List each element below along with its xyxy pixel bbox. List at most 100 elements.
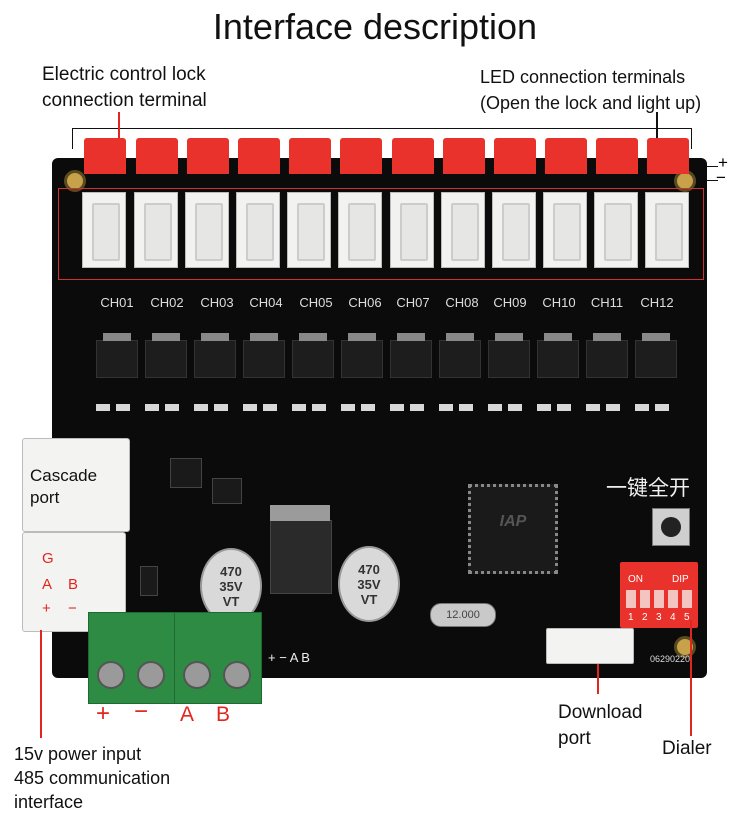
mount-hole	[64, 170, 86, 192]
capacitor: 470 35V VT	[200, 548, 262, 624]
dip-number: 4	[670, 612, 676, 623]
led-connector	[390, 192, 434, 268]
download-label-line1: Download	[558, 702, 643, 723]
channel-label: CH12	[640, 295, 674, 310]
terminal-screw[interactable]	[97, 661, 125, 689]
page-title: Interface description	[212, 6, 538, 47]
crystal: 12.000	[430, 603, 496, 627]
resistor	[341, 404, 355, 411]
resistor	[243, 404, 257, 411]
lock-connector	[545, 138, 587, 174]
mosfet	[96, 333, 138, 378]
led-pointer	[656, 112, 658, 148]
led-connector	[441, 192, 485, 268]
channel-label: CH11	[590, 295, 624, 310]
mosfet	[341, 333, 383, 378]
dialer-label: Dialer	[662, 738, 712, 759]
dip-number: 3	[656, 612, 662, 623]
led-connector	[287, 192, 331, 268]
channel-label: CH07	[396, 295, 430, 310]
capacitor-unit: VT	[360, 592, 378, 607]
capacitor-value: 470	[358, 562, 380, 577]
resistor	[292, 404, 306, 411]
one-key-open-label: 一键全开	[606, 476, 690, 500]
terminal-screw[interactable]	[137, 661, 165, 689]
resistor	[194, 404, 208, 411]
voltage-regulator	[270, 520, 332, 594]
mosfet	[537, 333, 579, 378]
cascade-label-line2: port	[30, 488, 60, 507]
channel-label: CH06	[348, 295, 382, 310]
dip-switch[interactable]: ON DIP 1 2 3 4 5	[620, 562, 698, 628]
dip-lever[interactable]	[654, 590, 664, 608]
download-port-label: Download port	[558, 700, 643, 752]
plus-marker: +	[718, 153, 728, 172]
small-chip	[212, 478, 242, 504]
dip-lever[interactable]	[682, 590, 692, 608]
mosfet	[439, 333, 481, 378]
resistor	[263, 404, 277, 411]
led-connector	[543, 192, 587, 268]
capacitor-unit: VT	[222, 594, 240, 609]
power-terminal-block	[88, 612, 176, 704]
terminal-screw[interactable]	[183, 661, 211, 689]
pin-minus-label: −	[68, 600, 77, 617]
led-terminal-outline	[58, 188, 704, 280]
terminal-screw[interactable]	[223, 661, 251, 689]
resistor	[145, 404, 159, 411]
resistor	[214, 404, 228, 411]
led-connector	[134, 192, 178, 268]
dip-lever[interactable]	[668, 590, 678, 608]
led-connector	[338, 192, 382, 268]
download-pointer	[597, 664, 599, 694]
led-connector	[236, 192, 280, 268]
dip-lever[interactable]	[626, 590, 636, 608]
resistor	[655, 404, 669, 411]
mosfet	[243, 333, 285, 378]
mosfet	[488, 333, 530, 378]
resistor	[165, 404, 179, 411]
channel-label: CH02	[150, 295, 184, 310]
lock-connector	[596, 138, 638, 174]
power-pointer	[40, 630, 42, 738]
mosfet-row	[96, 333, 706, 400]
cascade-label-line1: Cascade	[30, 466, 98, 485]
power-label-line2: 485 communication	[14, 768, 171, 788]
mosfet	[194, 333, 236, 378]
dip-on-label: ON	[628, 574, 643, 585]
channel-label: CH04	[249, 295, 283, 310]
resistor	[606, 404, 620, 411]
channel-label-row: CH01 CH02 CH03 CH04 CH05 CH06 CH07 CH08 …	[92, 295, 704, 313]
mosfet	[292, 333, 334, 378]
resistor	[557, 404, 571, 411]
lock-connector	[238, 138, 280, 174]
one-key-open-button[interactable]	[652, 508, 690, 546]
lock-connector	[187, 138, 229, 174]
channel-label: CH01	[100, 295, 134, 310]
led-connector	[645, 192, 689, 268]
lock-connector-row	[84, 138, 704, 178]
regulator-chip	[170, 458, 202, 488]
resistor	[488, 404, 502, 411]
capacitor-voltage: 35V	[357, 577, 381, 592]
power-label-line3: interface	[14, 792, 84, 812]
mosfet	[390, 333, 432, 378]
capacitor-voltage: 35V	[219, 579, 243, 594]
lock-label-line1: Electric control lock	[42, 64, 206, 85]
terminal-silk-label: + − A B	[268, 650, 310, 665]
lock-terminal-label: Electric control lock connection termina…	[42, 62, 207, 114]
terminal-minus-label: −	[134, 698, 149, 725]
lock-connector	[392, 138, 434, 174]
dip-lever[interactable]	[640, 590, 650, 608]
pin-b-label: B	[68, 576, 79, 593]
download-port-connector	[546, 628, 634, 664]
resistor	[96, 404, 110, 411]
lock-connector	[494, 138, 536, 174]
mcu-marking: IAP	[499, 513, 527, 530]
terminal-a-label: A	[180, 703, 195, 726]
lock-connector	[647, 138, 689, 174]
power-label-line1: 15v power input	[14, 744, 142, 764]
resistor	[116, 404, 130, 411]
microcontroller: IAP	[468, 484, 558, 574]
led-connector	[594, 192, 638, 268]
